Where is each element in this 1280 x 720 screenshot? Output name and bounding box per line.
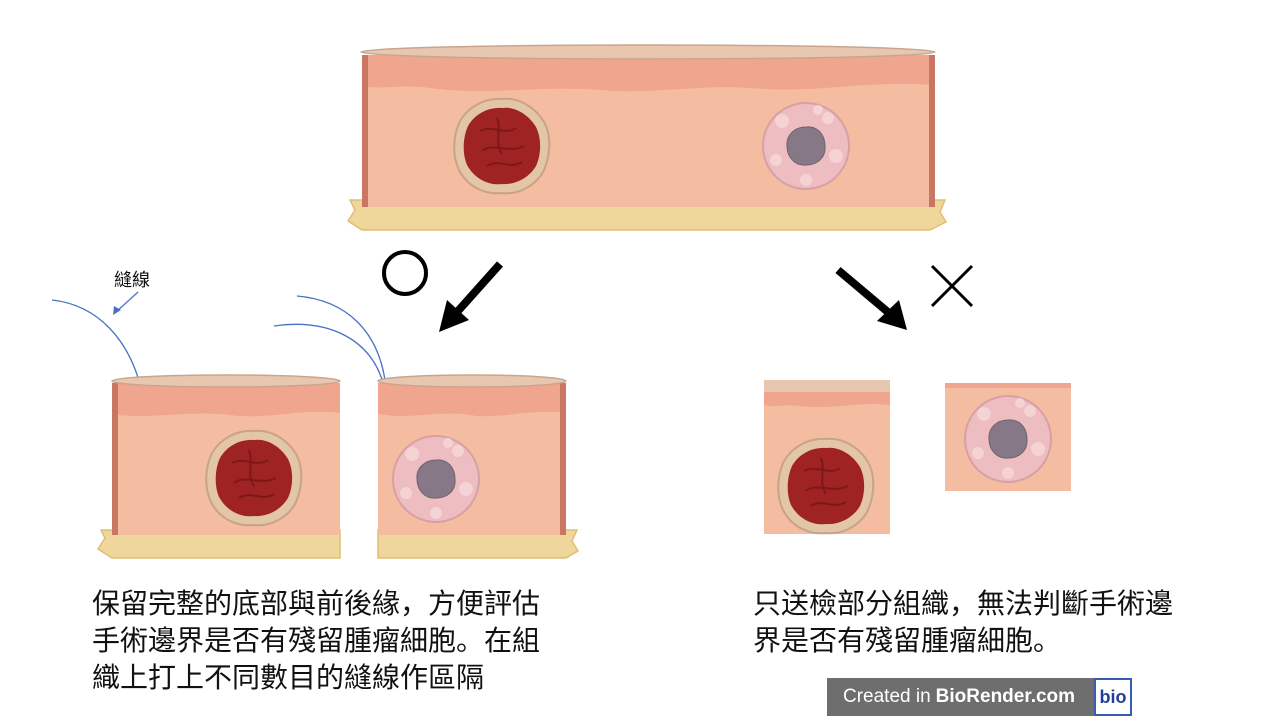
badge-brand: BioRender.com <box>935 686 1076 707</box>
partial-specimen-right <box>945 383 1071 491</box>
caption-partial-biopsy: 只送檢部分組織，無法判斷手術邊 界是否有殘留腫瘤細胞。 <box>753 585 1173 659</box>
partial-specimen-left <box>764 380 890 535</box>
top-tissue-block <box>346 44 948 231</box>
margin-specimen-left-half <box>96 374 341 559</box>
caption-line: 保留完整的底部與前後緣，方便評估 <box>92 587 541 620</box>
suture-line-2 <box>296 295 387 389</box>
melanoma-tumor <box>453 97 551 195</box>
correct-symbol-icon <box>382 250 428 296</box>
benign-tumor <box>762 102 850 190</box>
suture-label: 縫線 <box>114 270 150 291</box>
caption-line: 界是否有殘留腫瘤細胞。 <box>753 624 1062 657</box>
skin-surface <box>360 44 936 60</box>
badge-prefix: Created in <box>843 686 931 707</box>
biorender-badge[interactable]: Created in BioRender.com bio <box>827 678 1132 716</box>
caption-line: 只送檢部分組織，無法判斷手術邊 <box>753 587 1174 620</box>
left-edge <box>362 55 368 207</box>
fat-layer <box>346 199 948 231</box>
suture-line-1 <box>51 299 143 393</box>
suture-line-3 <box>273 323 385 387</box>
badge-text: Created in BioRender.com <box>827 678 1094 716</box>
arrow-right-down-head <box>877 300 907 330</box>
arrow-left-down-head <box>439 300 469 332</box>
suture-label-arrowhead <box>113 306 121 315</box>
caption-line: 手術邊界是否有殘留腫瘤細胞。在組 <box>92 624 541 657</box>
margin-specimen-right-half <box>377 374 580 559</box>
epidermis-layer <box>362 55 935 92</box>
caption-full-margin: 保留完整的底部與前後緣，方便評估 手術邊界是否有殘留腫瘤細胞。在組 織上打上不同… <box>92 585 540 696</box>
biorender-logo-icon: bio <box>1094 678 1132 716</box>
arrow-left-down-icon <box>455 261 503 314</box>
caption-line: 織上打上不同數目的縫線作區隔 <box>92 661 485 694</box>
incorrect-symbol-icon <box>930 264 974 308</box>
right-edge <box>929 55 935 207</box>
arrow-right-down-icon <box>835 266 892 317</box>
suture-label-arrow <box>115 291 139 313</box>
